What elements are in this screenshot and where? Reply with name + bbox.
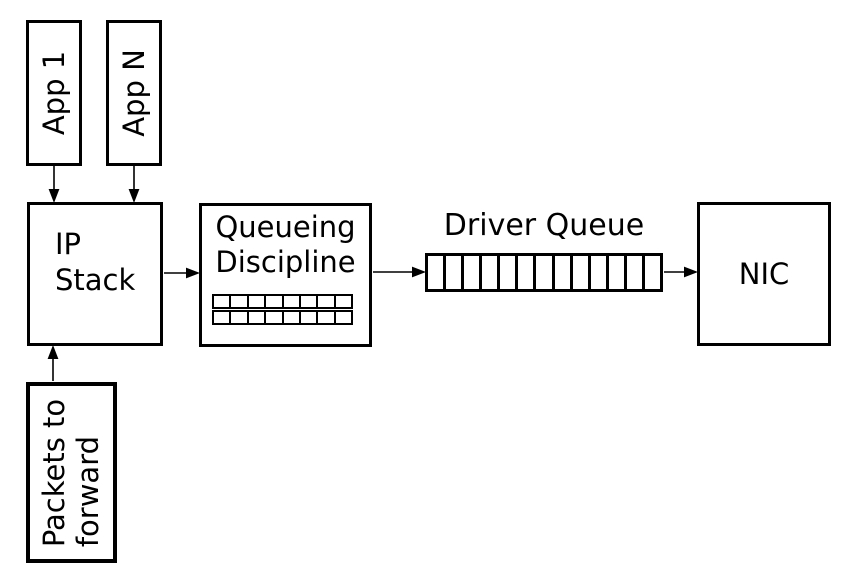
queue-cell <box>264 312 281 323</box>
queue-cell <box>246 296 264 307</box>
queue-cell <box>497 256 515 289</box>
ip-stack-box: IP Stack <box>27 202 163 346</box>
packets-to-forward-box: Packets to forward <box>26 382 117 563</box>
arrow-appn-to-ip-stack <box>128 166 140 203</box>
driver-queue <box>425 253 663 292</box>
nic-label: NIC <box>738 257 790 291</box>
queue-cell <box>515 256 533 289</box>
queue-cell <box>281 312 299 323</box>
queue-cell <box>229 312 246 323</box>
queue-cell <box>333 296 351 307</box>
queue-cell <box>443 256 461 289</box>
queue-cell <box>333 312 351 323</box>
queue-cell <box>214 312 229 323</box>
queue-cell <box>246 312 264 323</box>
queueing-discipline-label: Queueing Discipline <box>215 210 356 279</box>
appn-box: App N <box>106 20 162 166</box>
qdisc-queue-row <box>212 310 353 325</box>
queue-cell <box>641 256 660 289</box>
driver-queue-label: Driver Queue <box>443 208 645 243</box>
app1-box: App 1 <box>26 20 82 166</box>
packets-to-forward-label: Packets to forward <box>37 398 106 547</box>
queue-cell <box>316 312 333 323</box>
queue-cell <box>605 256 624 289</box>
queue-cell <box>298 296 316 307</box>
qdisc-queue-row <box>212 294 353 309</box>
queue-cell <box>623 256 642 289</box>
queue-cell <box>428 256 443 289</box>
queue-cell <box>298 312 316 323</box>
queue-cell <box>533 256 551 289</box>
queue-cell <box>569 256 588 289</box>
nic-box: NIC <box>697 202 831 346</box>
queue-cell <box>264 296 281 307</box>
queue-cell <box>551 256 570 289</box>
arrow-app1-to-ip-stack <box>48 166 60 203</box>
app1-label: App 1 <box>37 50 72 136</box>
queue-cell <box>587 256 606 289</box>
queue-cell <box>461 256 479 289</box>
ip-stack-label: IP Stack <box>55 227 136 297</box>
queue-cell <box>281 296 299 307</box>
arrow-driver-queue-to-nic <box>664 266 698 278</box>
queue-cell <box>229 296 246 307</box>
queueing-discipline-box: Queueing Discipline <box>199 203 372 347</box>
arrow-queueing-discipline-to-driver-queue <box>373 266 426 278</box>
arrow-packets-to-ip-stack <box>47 345 59 381</box>
arrow-ip-stack-to-queueing-discipline <box>164 267 200 279</box>
queue-cell <box>316 296 333 307</box>
queue-cell <box>214 296 229 307</box>
appn-label: App N <box>117 49 152 137</box>
queue-cell <box>479 256 497 289</box>
